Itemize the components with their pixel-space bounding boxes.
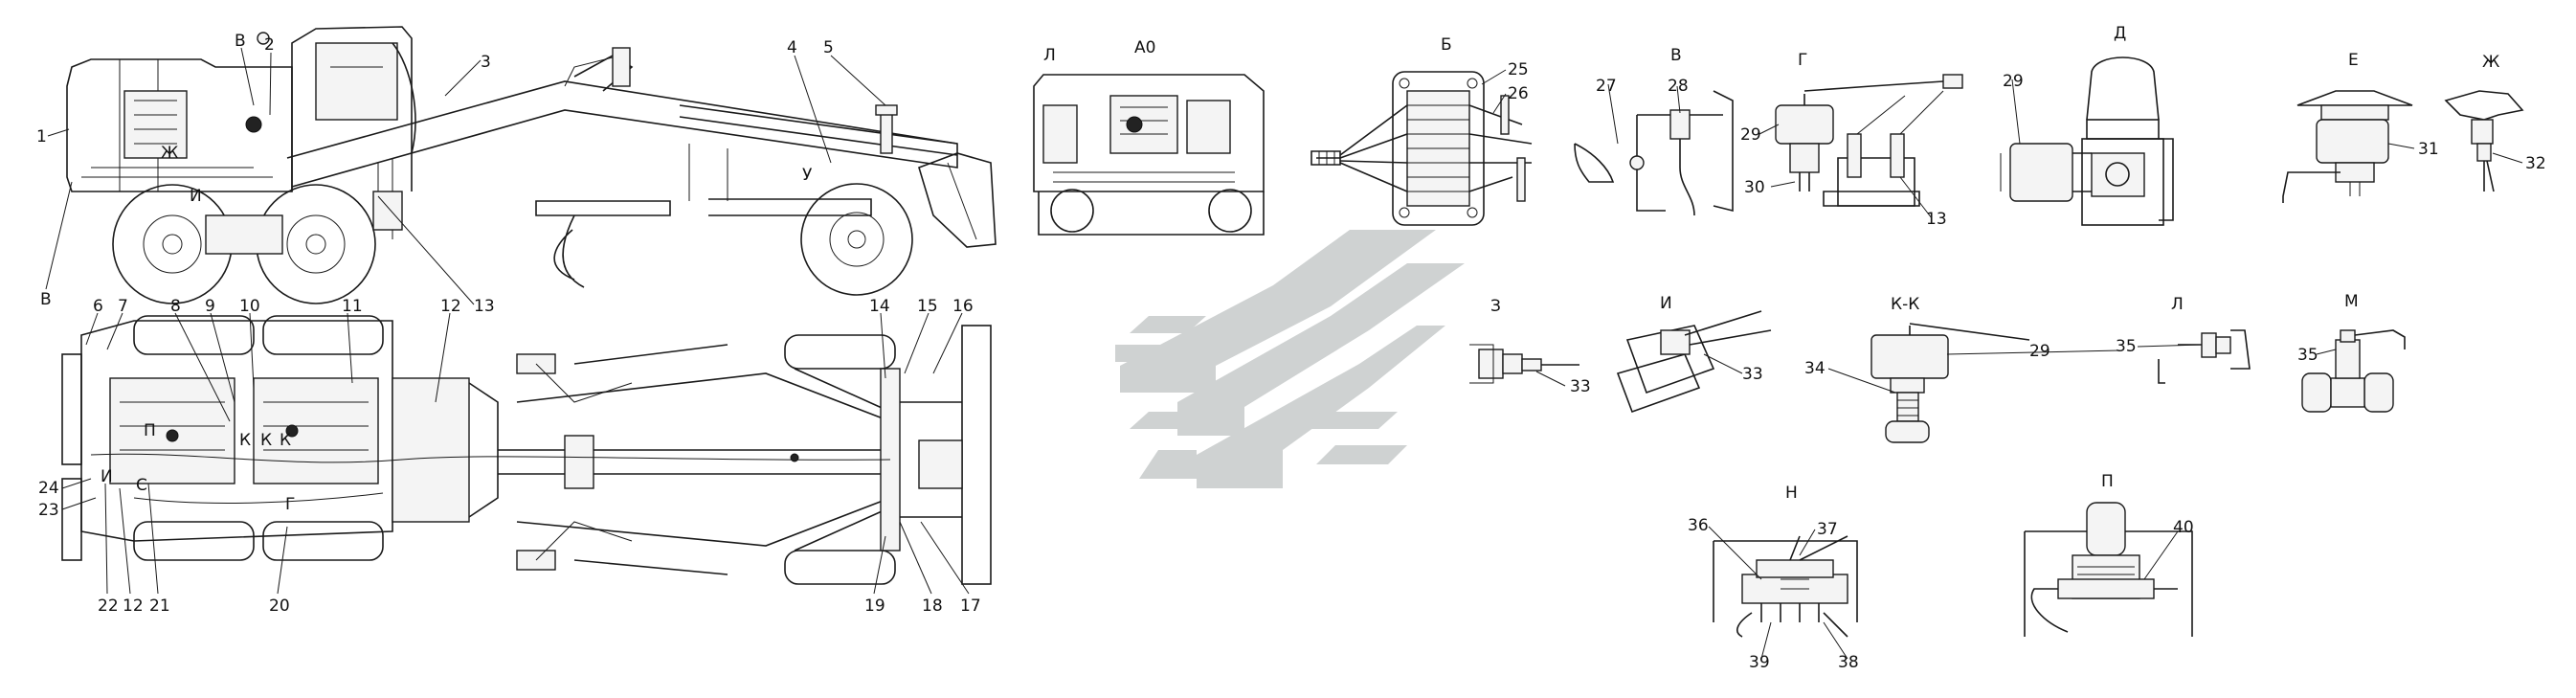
view-labels: В Ж И У В П К К И С Г Л К xyxy=(40,32,1056,514)
callout-12b: 12 xyxy=(123,597,144,616)
callout-3: 3 xyxy=(481,53,491,72)
grader-top-view xyxy=(61,315,992,585)
view-g-drawing xyxy=(1775,74,1963,207)
label-k-top-1: К xyxy=(260,431,272,450)
label-k-top-3: К xyxy=(239,431,251,450)
view-kk-drawing xyxy=(1870,323,2030,443)
title-n: Н xyxy=(1785,484,1798,503)
callout-30: 30 xyxy=(1744,178,1765,197)
callout-17: 17 xyxy=(960,597,981,616)
label-zh-side: Ж xyxy=(161,144,178,163)
label-s-top: С xyxy=(136,476,147,495)
title-e: Е xyxy=(2348,51,2359,70)
label-l-a0: Л xyxy=(1043,46,1056,65)
callout-39: 39 xyxy=(1749,653,1770,672)
callout-22: 22 xyxy=(98,597,119,616)
title-z: З xyxy=(1490,297,1501,316)
callout-15: 15 xyxy=(917,297,938,316)
callout-4: 4 xyxy=(787,38,797,57)
callout-25: 25 xyxy=(1508,60,1529,79)
title-l: Л xyxy=(2171,295,2184,314)
callout-19: 19 xyxy=(864,597,885,616)
callout-28: 28 xyxy=(1668,77,1689,96)
watermark-logo xyxy=(1115,230,1465,488)
label-i-side: И xyxy=(190,187,202,206)
callout-23: 23 xyxy=(38,501,59,520)
view-e-drawing xyxy=(2282,90,2413,203)
view-n-drawing xyxy=(1713,535,1858,638)
callout-38: 38 xyxy=(1838,653,1859,672)
view-p-drawing xyxy=(2024,502,2193,637)
title-i: И xyxy=(1660,294,1672,313)
callout-8: 8 xyxy=(170,297,181,316)
label-p-top: П xyxy=(144,421,156,440)
view-d-drawing xyxy=(2000,56,2174,226)
label-u-side: У xyxy=(802,166,813,185)
callout-34: 34 xyxy=(1804,359,1826,378)
callout-13: 13 xyxy=(474,297,495,316)
view-i-drawing xyxy=(1616,310,1772,414)
callout-29: 29 xyxy=(1740,125,1761,145)
callout-5: 5 xyxy=(823,38,834,57)
view-a0-drawing xyxy=(1033,74,1265,236)
title-kk: К-К xyxy=(1891,295,1919,314)
view-m-drawing xyxy=(2301,329,2406,413)
callout-35b: 35 xyxy=(2297,346,2318,365)
callout-32: 32 xyxy=(2525,154,2546,173)
callout-35: 35 xyxy=(2116,337,2137,356)
view-zh-drawing xyxy=(2444,90,2524,192)
callout-37: 37 xyxy=(1817,520,1838,539)
view-l-drawing xyxy=(2158,329,2251,384)
callout-numbers: 1 2 3 4 5 6 7 8 9 10 11 12 13 14 15 16 1… xyxy=(36,35,2546,672)
grader-side-view xyxy=(66,26,997,304)
callout-40: 40 xyxy=(2173,518,2194,537)
callout-6: 6 xyxy=(93,297,103,316)
title-m: М xyxy=(2344,292,2359,311)
label-i-top: И xyxy=(101,467,113,486)
title-p: П xyxy=(2101,472,2114,491)
callout-31: 31 xyxy=(2418,140,2439,159)
callout-36: 36 xyxy=(1688,516,1709,535)
callout-11: 11 xyxy=(342,297,363,316)
view-v-drawing xyxy=(1574,90,1734,216)
callout-29b: 29 xyxy=(2003,72,2024,91)
view-z-drawing xyxy=(1469,344,1579,384)
callout-7: 7 xyxy=(118,297,128,316)
callout-33b: 33 xyxy=(1742,365,1763,384)
callout-16: 16 xyxy=(952,297,974,316)
callout-26: 26 xyxy=(1508,84,1529,103)
callout-18: 18 xyxy=(922,597,943,616)
view-b-drawing xyxy=(1310,71,1533,226)
callout-13b: 13 xyxy=(1926,210,1947,229)
callout-20: 20 xyxy=(269,597,290,616)
title-v: В xyxy=(1670,46,1682,65)
callout-2: 2 xyxy=(264,35,275,55)
callout-21: 21 xyxy=(149,597,170,616)
callout-29c: 29 xyxy=(2029,342,2050,361)
title-a0: А0 xyxy=(1134,38,1155,57)
callout-24: 24 xyxy=(38,479,59,498)
callout-14: 14 xyxy=(869,297,890,316)
leader-lines xyxy=(45,47,2523,660)
label-k-top-2: К xyxy=(280,431,291,450)
label-g-top: Г xyxy=(285,495,295,514)
label-v-side-top: В xyxy=(235,32,246,51)
title-d: Д xyxy=(2114,24,2126,43)
callout-33: 33 xyxy=(1570,377,1591,396)
title-g: Г xyxy=(1798,51,1807,70)
detail-titles: А0 Б В Г Д Е Ж З И К-К Л М Н П xyxy=(1134,24,2499,503)
callout-27: 27 xyxy=(1596,77,1617,96)
title-zh: Ж xyxy=(2482,53,2499,72)
callout-12: 12 xyxy=(440,297,461,316)
callout-9: 9 xyxy=(205,297,215,316)
label-v-side-bottom: В xyxy=(40,290,52,309)
callout-10: 10 xyxy=(239,297,260,316)
callout-1: 1 xyxy=(36,127,47,146)
title-b: Б xyxy=(1441,35,1452,55)
